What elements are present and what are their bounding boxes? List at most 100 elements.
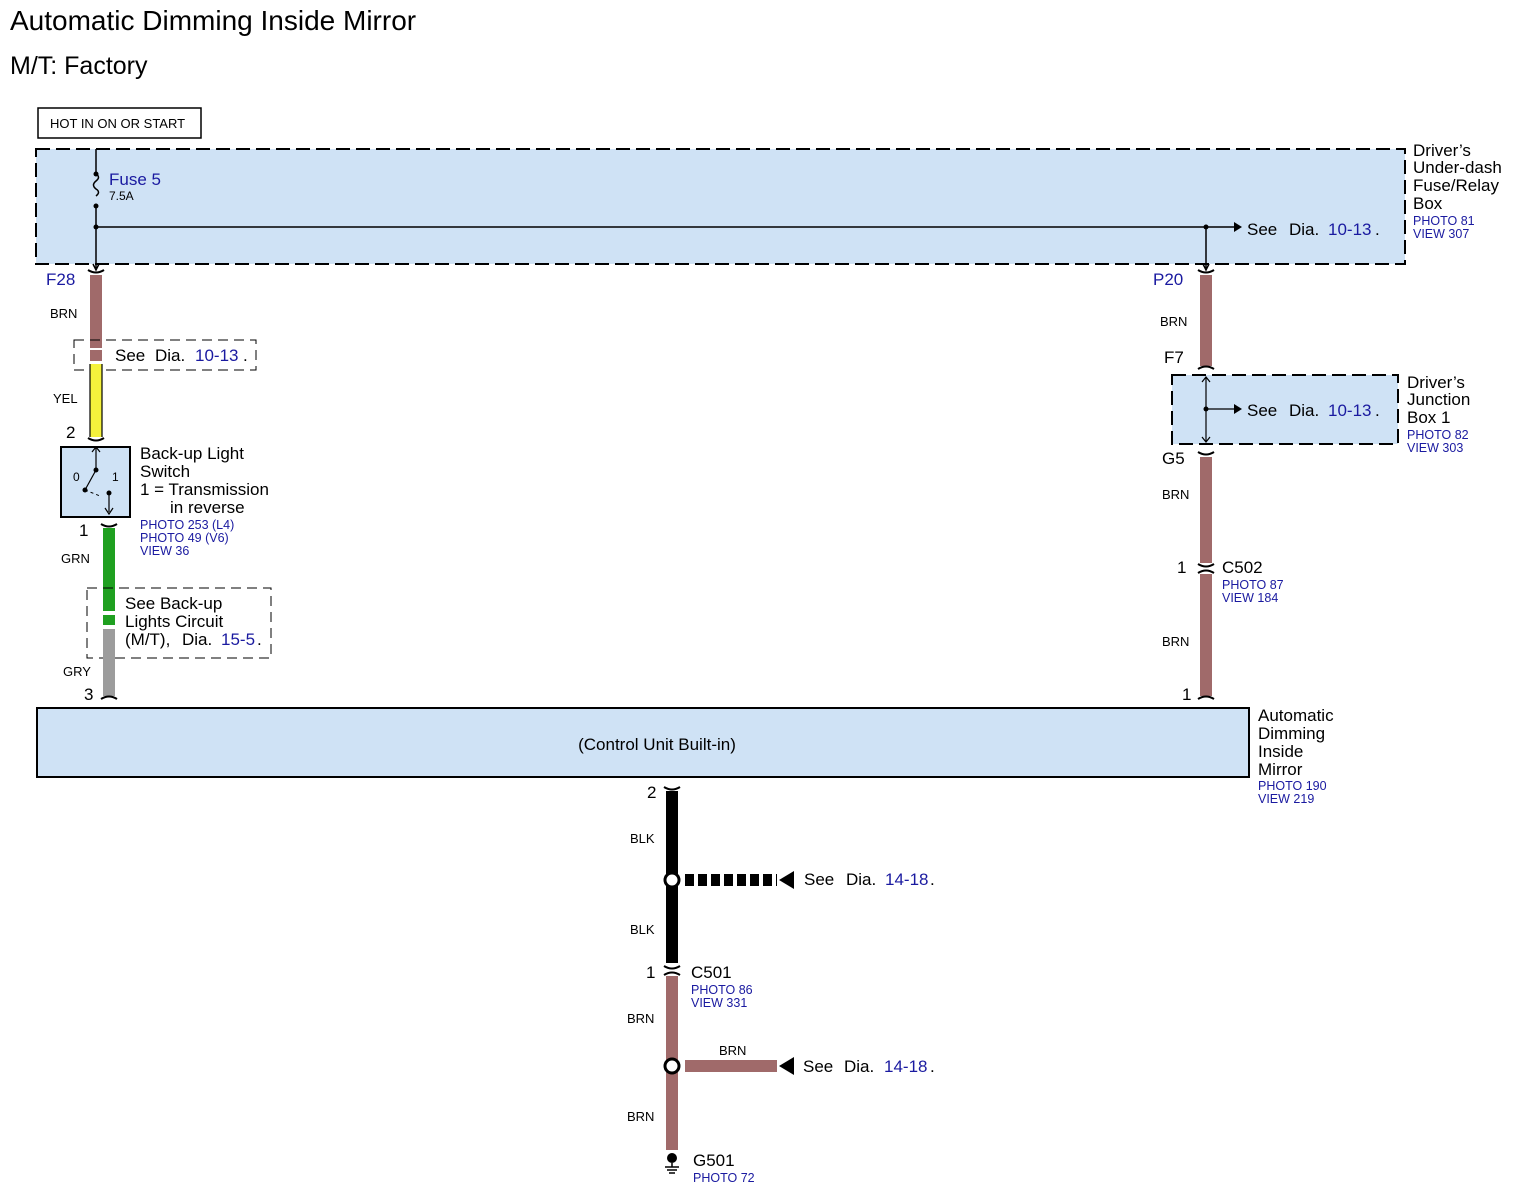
backup-ref-dot: .: [257, 630, 262, 649]
connector-f7: [1197, 365, 1215, 370]
page-subtitle: M/T: Factory: [10, 52, 148, 80]
hot-label: HOT IN ON OR START: [50, 116, 185, 131]
wire-color-label: YEL: [53, 391, 78, 406]
junction-view[interactable]: VIEW 303: [1407, 441, 1463, 455]
fuse-box-photo[interactable]: PHOTO 81: [1413, 214, 1475, 228]
c502-view[interactable]: VIEW 184: [1222, 591, 1278, 605]
switch-photo[interactable]: PHOTO 253 (L4): [140, 518, 234, 532]
switch-link: [84, 489, 101, 497]
mirror-name-line: Mirror: [1258, 760, 1303, 779]
switch-photo[interactable]: PHOTO 49 (V6): [140, 531, 229, 545]
mirror-pin-label: 3: [84, 685, 93, 704]
mirror-pin-label: 1: [1182, 685, 1191, 704]
left-ref-link[interactable]: 10-13: [195, 346, 238, 365]
switch-pin-label: 1: [79, 521, 88, 540]
left-ref-dot: .: [243, 346, 248, 365]
mirror-name-line: Dimming: [1258, 724, 1325, 743]
wire-color-label: BRN: [50, 306, 77, 321]
connector-pin: [100, 523, 118, 528]
shield-ref-link[interactable]: 14-18: [885, 870, 928, 889]
junction-ref-link[interactable]: 10-13: [1328, 401, 1371, 420]
switch-blade: [84, 469, 97, 491]
fuse-rating: 7.5A: [109, 189, 134, 203]
wire-color-label: BRN: [1162, 487, 1189, 502]
arrow-down-icon: [104, 507, 114, 516]
fuse-box-ref-dia: Dia.: [1289, 220, 1319, 239]
shield-ref-see: See: [804, 870, 834, 889]
connector-g5-label: G5: [1162, 449, 1185, 468]
mirror-name-line: Automatic: [1258, 706, 1334, 725]
wire-color-label: BRN: [719, 1043, 746, 1058]
junction-photo[interactable]: PHOTO 82: [1407, 428, 1469, 442]
connector-c501: [663, 965, 681, 970]
fuse-symbol: [92, 173, 100, 197]
wire-color-label: BRN: [1162, 634, 1189, 649]
c502-label: C502: [1222, 558, 1263, 577]
backup-ref-line: Lights Circuit: [125, 612, 224, 631]
connector-c501: [663, 971, 681, 976]
switch-pos-0: 0: [73, 470, 80, 484]
fuse-box-name: Driver’s Under-dash Fuse/Relay Box: [1413, 141, 1502, 213]
c501-label: C501: [691, 963, 732, 982]
mirror-name-line: Inside: [1258, 742, 1303, 761]
c501-photo[interactable]: PHOTO 86: [691, 983, 753, 997]
left-ref-box: [73, 339, 257, 371]
shield-splice: [663, 871, 681, 889]
splice-ref-link[interactable]: 14-18: [884, 1057, 927, 1076]
splice-ref-dot: .: [930, 1057, 935, 1076]
fuse-box-ref-dot: .: [1375, 220, 1380, 239]
c502-photo[interactable]: PHOTO 87: [1222, 578, 1284, 592]
junction-name-line: Box 1: [1407, 408, 1450, 427]
switch-view[interactable]: VIEW 36: [140, 544, 189, 558]
backup-ref-line: See Back-up: [125, 594, 222, 613]
connector-pin: [663, 786, 681, 791]
connector-pin: [87, 437, 105, 442]
wire-color-label: BRN: [627, 1011, 654, 1026]
connector-pin: [100, 695, 118, 700]
arrow-up-icon: [91, 446, 101, 453]
junction-ref-dia: Dia.: [1289, 401, 1319, 420]
arrow-right-icon: [1234, 222, 1242, 232]
c501-view[interactable]: VIEW 331: [691, 996, 747, 1010]
junction-name-line: Driver’s: [1407, 373, 1465, 392]
shield-ref-dia: Dia.: [846, 870, 876, 889]
wire-color-label: BRN: [1160, 314, 1187, 329]
splice-ref-see: See: [803, 1057, 833, 1076]
ground-splice: [663, 1057, 681, 1075]
arrow-left-icon: [779, 871, 794, 889]
mirror-unit: [36, 707, 1250, 778]
ground-photo[interactable]: PHOTO 72: [693, 1171, 755, 1185]
ground-icon: [665, 1153, 679, 1174]
fuse-box-ref-see: See: [1247, 220, 1277, 239]
connector-p20: [1197, 269, 1215, 274]
fuse-box-name-line: Driver’s: [1413, 141, 1471, 160]
backup-ref-link[interactable]: 15-5: [221, 630, 255, 649]
arrow-down-icon: [1201, 436, 1211, 443]
arrow-right-icon: [1234, 404, 1242, 414]
junction-ref-see: See: [1247, 401, 1277, 420]
fuse-name: Fuse 5: [109, 170, 161, 189]
c502-pin-label: 1: [1177, 558, 1186, 577]
connector-f28: [87, 269, 105, 274]
switch-name-line: 1 = Transmission: [140, 480, 269, 499]
wire-color-label: BLK: [630, 831, 655, 846]
left-ref-dia: Dia.: [155, 346, 185, 365]
fuse-box-ref-link[interactable]: 10-13: [1328, 220, 1371, 239]
mirror-photo[interactable]: PHOTO 190: [1258, 779, 1327, 793]
arrow-up-icon: [1201, 376, 1211, 383]
mirror-view[interactable]: VIEW 219: [1258, 792, 1314, 806]
shield-ref-dot: .: [930, 870, 935, 889]
switch-pin-label: 2: [66, 423, 75, 442]
switch-name-line: in reverse: [170, 498, 245, 517]
connector-f28-label: F28: [46, 270, 75, 289]
wire-color-label: BLK: [630, 922, 655, 937]
junction-name-line: Junction: [1407, 390, 1470, 409]
left-ref-see: See: [115, 346, 145, 365]
connector-f7-label: F7: [1164, 348, 1184, 367]
wire-color-label: GRN: [61, 551, 90, 566]
fuse-box-view[interactable]: VIEW 307: [1413, 227, 1469, 241]
arrow-down-icon: [92, 263, 100, 272]
connector-p20-label: P20: [1153, 270, 1183, 289]
wire-grn: [103, 615, 115, 625]
